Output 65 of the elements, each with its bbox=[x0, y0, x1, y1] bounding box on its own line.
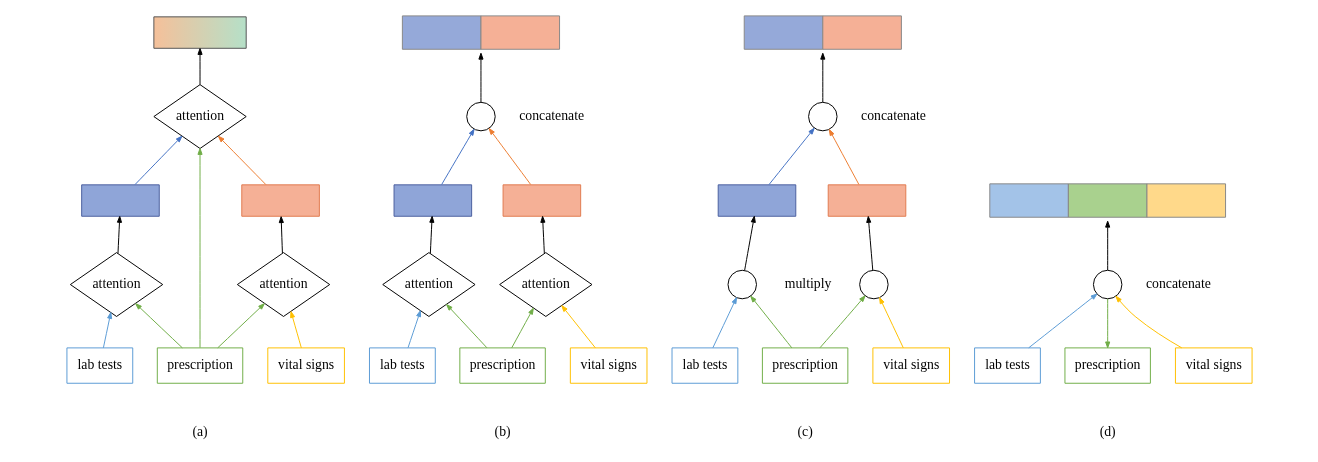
arrow bbox=[134, 135, 182, 185]
arrow bbox=[768, 127, 815, 185]
arrow bbox=[488, 128, 531, 185]
arrow bbox=[289, 311, 302, 349]
arrow bbox=[428, 215, 434, 254]
arrow bbox=[819, 52, 825, 103]
node-box bbox=[827, 184, 906, 217]
arrow bbox=[216, 303, 265, 349]
node-box: prescription bbox=[458, 347, 546, 384]
node-box: prescription bbox=[1063, 347, 1151, 384]
node-label: concatenate bbox=[518, 108, 584, 124]
node-circle bbox=[858, 269, 889, 300]
arrow bbox=[819, 295, 866, 349]
arrow bbox=[197, 48, 203, 86]
node-circle bbox=[465, 101, 496, 132]
arrow bbox=[134, 303, 183, 349]
arrow bbox=[711, 297, 737, 349]
label: (a) bbox=[191, 424, 208, 440]
arrow bbox=[878, 297, 904, 349]
node-bar bbox=[152, 16, 247, 49]
node-circle bbox=[727, 269, 757, 300]
node-box: vital signs bbox=[1174, 347, 1253, 384]
arrow bbox=[116, 215, 122, 254]
arrow bbox=[1104, 298, 1110, 349]
arrow bbox=[197, 148, 203, 349]
arrow bbox=[217, 135, 266, 185]
node-box: lab tests bbox=[368, 347, 436, 384]
arrow bbox=[560, 305, 596, 349]
node-box: vital signs bbox=[266, 347, 345, 384]
node-box bbox=[393, 184, 472, 217]
arrow bbox=[407, 310, 421, 349]
label: (c) bbox=[796, 424, 813, 440]
arrow bbox=[743, 215, 756, 271]
node-diamond: attention bbox=[152, 84, 247, 149]
node-box: prescription bbox=[156, 347, 243, 384]
node-box bbox=[240, 184, 320, 217]
arrow bbox=[102, 312, 112, 349]
arrow bbox=[1027, 293, 1097, 349]
node-box: vital signs bbox=[871, 347, 950, 384]
node-box: lab tests bbox=[671, 347, 738, 384]
arrow bbox=[828, 129, 859, 185]
arrow bbox=[278, 216, 284, 254]
node-label: multiply bbox=[784, 276, 831, 292]
label: (b) bbox=[494, 424, 511, 440]
node-label: concatenate bbox=[860, 108, 926, 124]
arrow bbox=[1104, 220, 1110, 271]
arrow bbox=[1114, 295, 1182, 349]
arrow bbox=[477, 52, 483, 103]
node-box: prescription bbox=[761, 347, 848, 384]
arrow bbox=[749, 295, 792, 349]
node-box bbox=[80, 184, 160, 217]
arrow bbox=[865, 216, 873, 271]
node-label: concatenate bbox=[1145, 276, 1211, 292]
node-circle bbox=[807, 101, 838, 132]
node-box bbox=[502, 184, 581, 217]
arrow bbox=[440, 128, 475, 185]
arrow bbox=[539, 215, 545, 254]
node-diamond: attention bbox=[69, 252, 163, 317]
node-box: lab tests bbox=[973, 347, 1041, 384]
node-box: lab tests bbox=[65, 347, 133, 384]
arrow bbox=[510, 307, 534, 349]
node-box: vital signs bbox=[569, 347, 647, 384]
label: (d) bbox=[1099, 424, 1116, 440]
node-box bbox=[717, 184, 796, 217]
arrow bbox=[445, 304, 487, 349]
